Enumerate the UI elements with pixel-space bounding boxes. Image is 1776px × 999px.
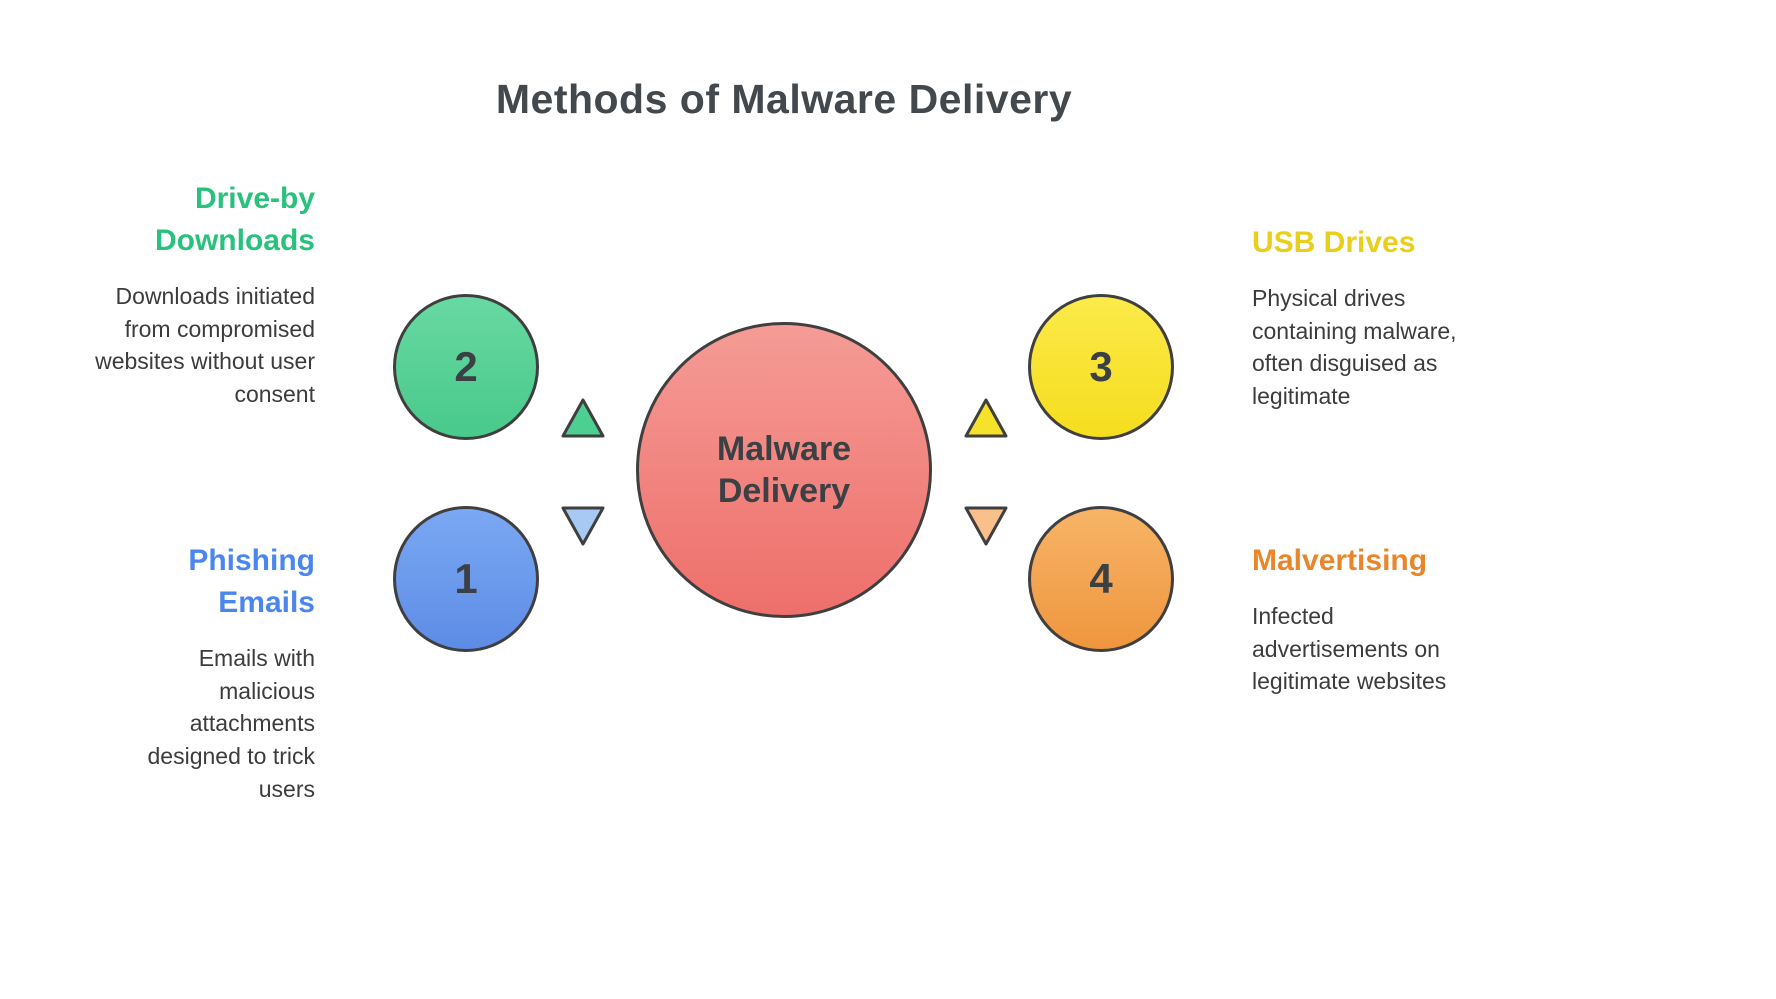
method-description-malvertising: Infected advertisements on legitimate we… [1252,603,1447,695]
label-block-phishing-emails: Phishing Emails Emails with malicious at… [15,540,315,805]
method-name-phishing-emails: Phishing Emails [188,544,315,619]
label-block-usb-drives: USB Drives Physical drives containing ma… [1252,222,1512,413]
center-node-label: Malware Delivery [716,429,852,511]
node-number-usb-drives: 3 [1089,343,1113,390]
center-node-malware-delivery: Malware Delivery [636,322,932,618]
triangle-down-blue-icon [561,506,605,546]
method-description-phishing-emails: Emails with malicious attachments design… [147,645,315,802]
method-description-drive-by-downloads: Downloads initiated from compromised web… [95,283,315,407]
method-name-malvertising: Malvertising [1252,544,1428,577]
page-title: Methods of Malware Delivery [495,76,1073,122]
method-description-usb-drives: Physical drives containing malware, ofte… [1252,285,1457,409]
node-number-drive-by-downloads: 2 [454,343,478,390]
triangle-down-orange-icon [964,506,1008,546]
triangle-up-green-icon [561,398,605,438]
node-malvertising: 4 [1028,506,1174,652]
node-drive-by-downloads: 2 [393,294,539,440]
label-block-drive-by-downloads: Drive-by Downloads Downloads initiated f… [15,178,315,411]
node-number-phishing-emails: 1 [454,555,478,602]
node-phishing-emails: 1 [393,506,539,652]
method-name-usb-drives: USB Drives [1252,226,1416,259]
triangle-up-yellow-icon [964,398,1008,438]
node-usb-drives: 3 [1028,294,1174,440]
method-name-drive-by-downloads: Drive-by Downloads [154,182,315,257]
label-block-malvertising: Malvertising Infected advertisements on … [1252,540,1512,698]
node-number-malvertising: 4 [1089,555,1113,602]
